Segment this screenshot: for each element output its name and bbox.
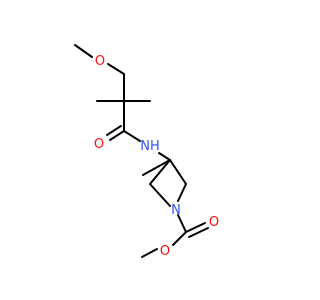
bond-carbamate-o-1: [185, 222, 206, 233]
bonds: [74, 44, 209, 258]
bond-carbamate-o-single: [172, 231, 187, 246]
bond-ring-c3-c2: [169, 159, 187, 185]
bond-c3-methyl: [142, 159, 171, 176]
bond-nh-c3: [158, 152, 171, 161]
bond-carbonyl-o-1: [109, 130, 125, 141]
atom-o-carbonyl: O: [94, 137, 104, 152]
atom-o-ester-single: O: [160, 244, 170, 259]
atom-nh: NH: [140, 139, 160, 154]
bond-o-ch2: [107, 63, 125, 75]
atom-o-methoxy: O: [95, 54, 105, 69]
bond-carbonyl-o-2: [106, 125, 122, 136]
molecule-structure: O O NH N O O: [74, 44, 219, 259]
bond-ester-o-methyl: [141, 248, 158, 258]
bond-n-carbamate: [177, 214, 187, 233]
atom-n-ring: N: [171, 203, 181, 218]
bond-carbonyl-nh: [123, 130, 141, 142]
atom-o-ester-double: O: [209, 215, 219, 230]
atom-labels: O O NH N O O: [94, 54, 219, 259]
bond-ring-c4-c3: [149, 159, 171, 185]
bond-methyl-o: [74, 44, 93, 58]
bond-ring-n-c4: [149, 183, 171, 207]
bond-ring-c2-n: [177, 183, 187, 202]
bond-carbamate-o-2: [188, 227, 209, 238]
